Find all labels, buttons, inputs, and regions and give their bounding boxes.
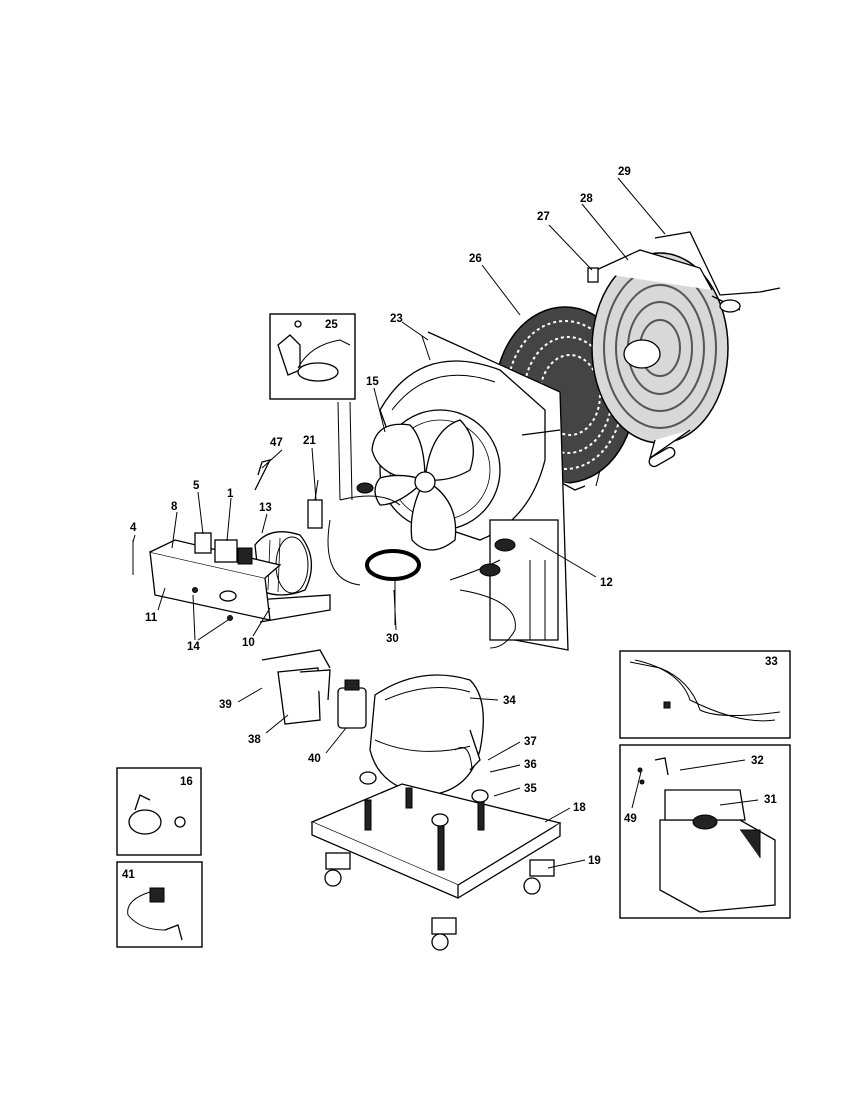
compressor bbox=[369, 674, 484, 796]
relay-switch bbox=[307, 479, 323, 529]
label-5: 5 bbox=[193, 480, 200, 492]
label-35: 35 bbox=[524, 783, 537, 795]
label-37: 37 bbox=[524, 736, 537, 748]
clip-part bbox=[254, 459, 272, 491]
drain-tube bbox=[654, 231, 781, 313]
label-23: 23 bbox=[390, 313, 403, 325]
label-15: 15 bbox=[366, 376, 379, 388]
label-47: 47 bbox=[270, 437, 283, 449]
label-18: 18 bbox=[573, 802, 586, 814]
label-8: 8 bbox=[171, 501, 178, 513]
terminal-cover bbox=[261, 649, 331, 725]
label-26: 26 bbox=[469, 253, 482, 265]
label-41: 41 bbox=[122, 869, 135, 881]
inset-box-41 bbox=[116, 861, 203, 948]
inset-box-33 bbox=[619, 650, 791, 739]
label-29: 29 bbox=[618, 166, 631, 178]
label-27: 27 bbox=[537, 211, 550, 223]
label-34: 34 bbox=[503, 695, 516, 707]
label-39: 39 bbox=[219, 699, 232, 711]
overload-relay bbox=[337, 679, 367, 729]
label-38: 38 bbox=[248, 734, 261, 746]
label-12: 12 bbox=[600, 577, 613, 589]
wiring bbox=[327, 482, 516, 649]
label-33: 33 bbox=[765, 656, 778, 668]
label-25: 25 bbox=[325, 319, 338, 331]
label-28: 28 bbox=[580, 193, 593, 205]
control-panel bbox=[149, 532, 282, 621]
label-30: 30 bbox=[386, 633, 399, 645]
label-14: 14 bbox=[187, 641, 200, 653]
label-49: 49 bbox=[624, 813, 637, 825]
label-31: 31 bbox=[764, 794, 777, 806]
inset-box-25 bbox=[269, 313, 356, 400]
label-36: 36 bbox=[524, 759, 537, 771]
label-10: 10 bbox=[242, 637, 255, 649]
label-13: 13 bbox=[259, 502, 272, 514]
label-21: 21 bbox=[303, 435, 316, 447]
fan-blade bbox=[371, 419, 474, 551]
label-19: 19 bbox=[588, 855, 601, 867]
inset-box-16 bbox=[116, 767, 202, 856]
inset-box-31 bbox=[619, 744, 791, 919]
coil-bracket bbox=[587, 249, 713, 291]
part-labels: 29 28 27 26 25 23 15 47 21 5 1 8 13 4 11… bbox=[122, 166, 778, 881]
label-1: 1 bbox=[227, 488, 234, 500]
label-32: 32 bbox=[751, 755, 764, 767]
label-4: 4 bbox=[130, 522, 137, 534]
fan-motor bbox=[254, 531, 331, 623]
casters bbox=[324, 852, 555, 951]
base-pan bbox=[310, 771, 562, 899]
label-11: 11 bbox=[145, 612, 158, 624]
leader-lines bbox=[132, 177, 759, 869]
label-40: 40 bbox=[308, 753, 321, 765]
label-16: 16 bbox=[180, 776, 193, 788]
